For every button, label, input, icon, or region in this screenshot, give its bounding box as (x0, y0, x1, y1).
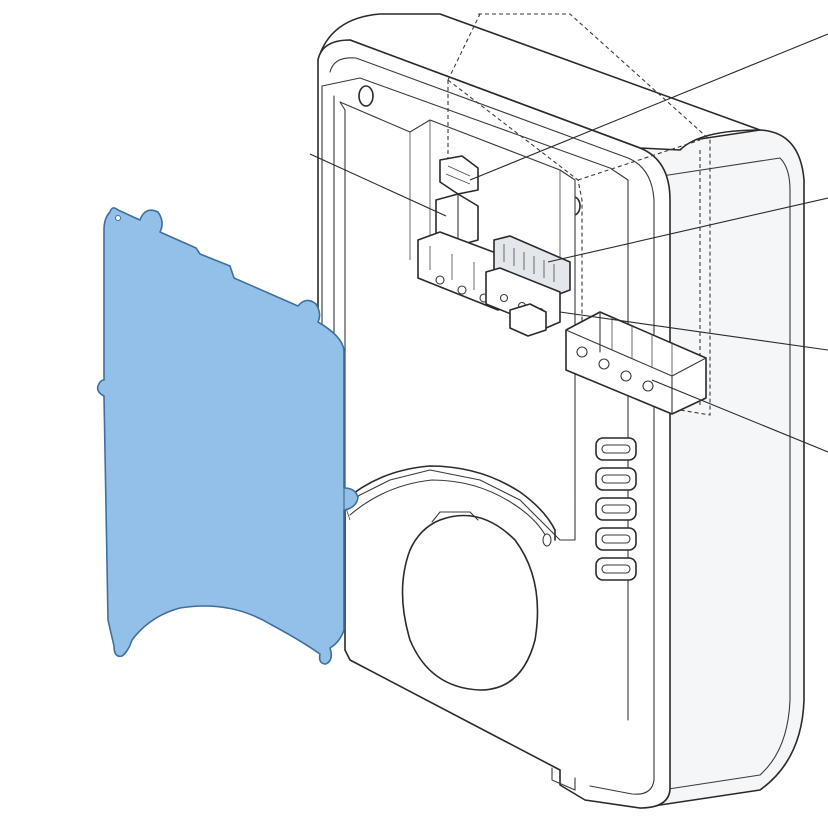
right-screw-1 (576, 346, 588, 358)
left-terminal-dividers (429, 246, 497, 298)
vent-slot-2 (595, 467, 637, 491)
vent-slot-1 (595, 437, 637, 461)
leader-connector-right (559, 311, 828, 351)
right-screw-2 (598, 358, 610, 370)
vent-slot-5-inner (601, 564, 631, 574)
right-screw-3 (620, 370, 632, 382)
cable-knockout (401, 514, 539, 691)
enclosure-side-wall (639, 129, 805, 809)
front-rim-inner (329, 57, 655, 795)
internal-components (417, 155, 707, 415)
right-terminal-dividers (611, 318, 673, 376)
mounting-hole-top-left (358, 85, 374, 107)
top-connector-pins (445, 165, 471, 185)
vent-slot-3 (595, 497, 637, 521)
enclosure-top-face (317, 13, 761, 151)
vent-slot-2-inner (601, 474, 631, 484)
screw-1 (435, 275, 445, 285)
leader-top (469, 33, 828, 181)
leader-lines (309, 33, 828, 453)
vent-slots (595, 437, 637, 581)
top-connector (439, 155, 479, 195)
cable-clip (509, 303, 547, 337)
pin-header-pins (503, 244, 555, 282)
vent-slot-4-inner (601, 534, 631, 544)
vent-slot-4 (595, 527, 637, 551)
leader-upper-right (547, 197, 828, 263)
mounting-plate-detail (344, 120, 561, 521)
center-screw-1 (499, 293, 509, 303)
blue-cover-plate (96, 207, 359, 665)
vent-slot-1-inner (601, 444, 631, 454)
front-cover-panel (96, 207, 359, 665)
cover-screw-hole-top-left (115, 215, 121, 221)
bottom-notch (551, 767, 576, 791)
lower-arch-inner (349, 479, 549, 541)
dashed-box-inner (447, 13, 701, 330)
leader-left-module (309, 153, 447, 217)
cover-plate-edge (329, 350, 345, 649)
vent-slot-5 (595, 557, 637, 581)
arch-hole-right (542, 533, 552, 547)
side-wall-inner-edge (661, 157, 791, 791)
dashed-box-outer (478, 13, 711, 416)
knockout-tab (431, 511, 479, 523)
right-screw-4 (642, 380, 654, 392)
enclosure-body (317, 13, 805, 809)
lower-arch-cutout (344, 465, 556, 541)
leader-terminal-right (651, 379, 828, 453)
vent-slot-3-inner (601, 504, 631, 514)
screw-2 (457, 285, 467, 295)
